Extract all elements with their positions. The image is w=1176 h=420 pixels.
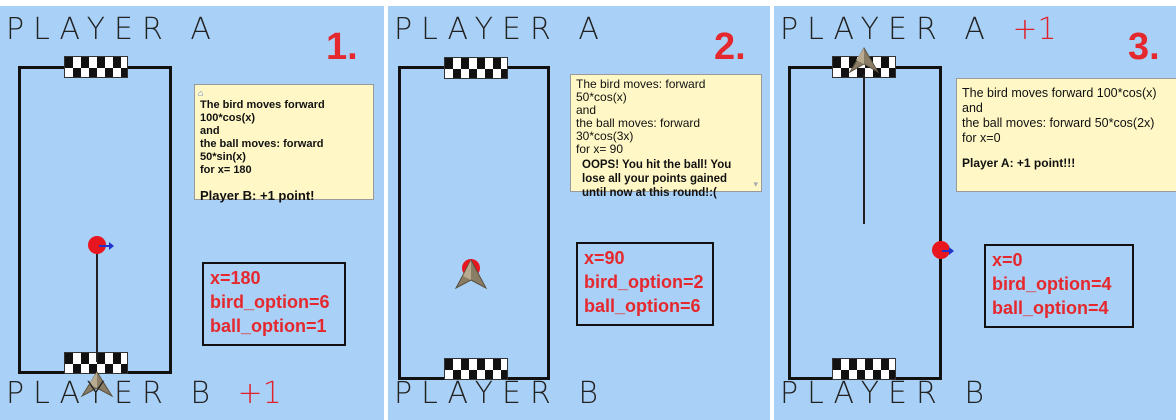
variables-box: x=90 bird_option=2 ball_option=6 [576, 242, 714, 326]
var-ball-option: ball_option=4 [992, 296, 1126, 320]
message-line: The bird moves: forward 50*cos(x) [576, 78, 756, 104]
trail-line [863, 74, 865, 224]
top-goal [64, 56, 128, 78]
message-result: Player B: +1 point! [200, 189, 368, 203]
message-line: for x= 90 [576, 143, 756, 156]
var-ball-option: ball_option=6 [584, 294, 706, 318]
panel-3: PLAYER A +1 3. The bird moves forward 10… [774, 6, 1176, 420]
message-line: for x=0 [962, 131, 1172, 146]
panel-1: PLAYER A 1. ⌂ The bird moves forward 100… [0, 6, 384, 420]
panel-2: PLAYER A 2. The bird moves: forward 50*c… [388, 6, 770, 420]
message-scrollbar[interactable] [749, 75, 759, 191]
message-box: The bird moves: forward 50*cos(x) and th… [570, 74, 762, 192]
message-line: and [962, 101, 1172, 116]
message-box: The bird moves forward 100*cos(x) and th… [956, 78, 1176, 192]
ball-direction-arrow [942, 250, 950, 252]
var-bird-option: bird_option=2 [584, 270, 706, 294]
panel-number: 2. [714, 26, 746, 69]
panel-number: 1. [326, 26, 358, 69]
message-icon: ⌂ [198, 86, 203, 100]
var-x: x=90 [584, 246, 706, 270]
message-line: the ball moves: forward 30*cos(3x) [576, 117, 756, 143]
var-ball-option: ball_option=1 [210, 314, 338, 338]
message-result: OOPS! You hit the ball! You lose all you… [576, 158, 756, 200]
message-line: the ball moves: forward 50*cos(2x) [962, 116, 1172, 131]
message-line: the ball moves: forward 50*sin(x) [200, 138, 368, 164]
message-result: Player A: +1 point!!! [962, 156, 1172, 170]
player-a-label: PLAYER A +1 [780, 12, 1057, 47]
message-box: ⌂ The bird moves forward 100*cos(x) and … [194, 84, 374, 200]
bird-icon [848, 46, 880, 78]
var-x: x=180 [210, 266, 338, 290]
message-line: and [200, 125, 368, 138]
var-bird-option: bird_option=4 [992, 272, 1126, 296]
message-line: The bird moves forward 100*cos(x) [200, 99, 368, 125]
panel-number: 3. [1128, 26, 1160, 69]
message-line: The bird moves forward 100*cos(x) [962, 86, 1172, 101]
player-b-label: PLAYER B [394, 376, 607, 411]
player-a-label: PLAYER A [6, 12, 220, 47]
variables-box: x=180 bird_option=6 ball_option=1 [202, 262, 346, 346]
ball-direction-arrow [99, 245, 110, 247]
message-line: for x= 180 [200, 164, 368, 177]
variables-box: x=0 bird_option=4 ball_option=4 [984, 244, 1134, 328]
game-field [788, 66, 942, 380]
player-b-label: PLAYER B [780, 376, 993, 411]
var-x: x=0 [992, 248, 1126, 272]
trail-line [96, 252, 98, 362]
game-field [18, 66, 172, 374]
game-field [398, 66, 550, 380]
player-a-label: PLAYER A [394, 12, 608, 47]
top-goal [444, 57, 508, 79]
var-bird-option: bird_option=6 [210, 290, 338, 314]
bird-icon [454, 258, 488, 294]
player-b-label: PLAYER B +1 [6, 376, 282, 411]
